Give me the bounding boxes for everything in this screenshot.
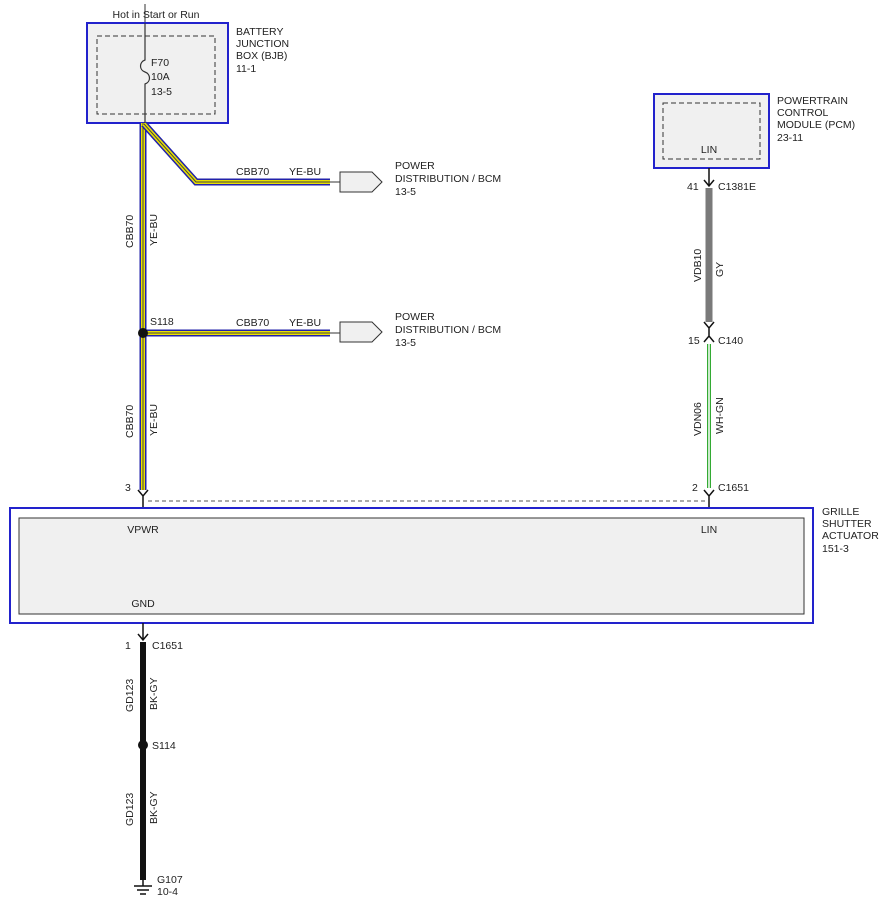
lin-connector-icon bbox=[703, 489, 715, 508]
pd2-name-line2: DISTRIBUTION / BCM bbox=[395, 324, 501, 336]
hot-in-start-or-run-label: Hot in Start or Run bbox=[113, 9, 200, 21]
pd1-name-line2: DISTRIBUTION / BCM bbox=[395, 173, 501, 185]
branch1-circuit: CBB70 bbox=[236, 166, 269, 178]
power-distribution-1-arrow-icon[interactable] bbox=[339, 171, 383, 193]
wire-upper-color: YE-BU bbox=[148, 214, 160, 246]
c1381e-connector-icon bbox=[703, 168, 715, 188]
bjb-name-line1: BATTERY bbox=[236, 26, 283, 38]
wire-cbb70-branch-1[interactable] bbox=[141, 121, 330, 186]
wire-upper-circuit: CBB70 bbox=[124, 215, 136, 248]
pcm-module[interactable] bbox=[653, 93, 770, 169]
pd2-ref: 13-5 bbox=[395, 337, 416, 349]
bjb-name-line3: BOX (BJB) bbox=[236, 50, 287, 62]
gsa-inner-box bbox=[18, 517, 805, 615]
splice-s114-dot[interactable] bbox=[138, 740, 148, 750]
lin-pin-number: 2 bbox=[692, 482, 698, 494]
fuse-ref: 13-5 bbox=[151, 86, 172, 98]
branch1-color: YE-BU bbox=[289, 166, 321, 178]
wire-vdn06-color: WH-GN bbox=[714, 397, 726, 434]
wire-vdb10-circuit: VDB10 bbox=[692, 249, 704, 282]
bjb-inner-outline bbox=[96, 35, 216, 115]
wire-gd123-upper-color: BK-GY bbox=[148, 677, 160, 710]
branch2-color: YE-BU bbox=[289, 317, 321, 329]
gnd-pin-number: 1 bbox=[125, 640, 131, 652]
wire-vdb10-color: GY bbox=[714, 262, 726, 277]
gsa-gnd-label: GND bbox=[131, 598, 155, 610]
wire-vdn06-circuit: VDN06 bbox=[692, 402, 704, 436]
fuse-rating: 10A bbox=[151, 71, 170, 83]
ground-icon[interactable] bbox=[134, 880, 152, 895]
pcm-name-line3: MODULE (PCM) bbox=[777, 119, 855, 131]
wire-gd123-lower-color: BK-GY bbox=[148, 791, 160, 824]
c140-connector-icon bbox=[703, 321, 715, 343]
fuse-icon bbox=[139, 23, 151, 123]
c140-pin: 15 bbox=[688, 335, 700, 347]
gsa-ref: 151-3 bbox=[822, 543, 849, 555]
c1381e-id: C1381E bbox=[718, 181, 756, 193]
wire-gd123-upper-circuit: GD123 bbox=[124, 679, 136, 712]
vpwr-pin-number: 3 bbox=[125, 482, 131, 494]
gsa-name-line1: GRILLE bbox=[822, 506, 859, 518]
gsa-lin-label: LIN bbox=[701, 524, 717, 536]
bjb-name-line2: JUNCTION bbox=[236, 38, 289, 50]
c140-id: C140 bbox=[718, 335, 743, 347]
vpwr-connector-icon bbox=[137, 489, 149, 508]
branch2-circuit: CBB70 bbox=[236, 317, 269, 329]
splice-s114-label: S114 bbox=[152, 740, 176, 752]
bjb-ref: 11-1 bbox=[236, 63, 256, 75]
pcm-name-line1: POWERTRAIN bbox=[777, 95, 848, 107]
pcm-name-line2: CONTROL bbox=[777, 107, 828, 119]
gsa-name-line3: ACTUATOR bbox=[822, 530, 879, 542]
gsa-vpwr-label: VPWR bbox=[127, 524, 159, 536]
pcm-ref: 23-11 bbox=[777, 132, 803, 144]
wire-gd123-lower-circuit: GD123 bbox=[124, 793, 136, 826]
ground-id: G107 bbox=[157, 874, 183, 886]
wire-lower-color: YE-BU bbox=[148, 404, 160, 436]
pcm-lin-pin-label: LIN bbox=[701, 144, 717, 156]
pd1-ref: 13-5 bbox=[395, 186, 416, 198]
splice-s118-label: S118 bbox=[150, 316, 174, 328]
gnd-connector-icon bbox=[137, 623, 149, 642]
gsa-name-line2: SHUTTER bbox=[822, 518, 872, 530]
pd2-name-line1: POWER bbox=[395, 311, 435, 323]
bjb-module[interactable] bbox=[86, 22, 229, 124]
ground-ref: 10-4 bbox=[157, 886, 178, 898]
pcm-inner-outline bbox=[662, 102, 761, 160]
power-distribution-2-arrow-icon[interactable] bbox=[339, 321, 383, 343]
fuse-id: F70 bbox=[151, 57, 169, 69]
gnd-connector-id: C1651 bbox=[152, 640, 183, 652]
splice-s118-dot[interactable] bbox=[138, 328, 148, 338]
wire-lower-circuit: CBB70 bbox=[124, 405, 136, 438]
lin-connector-id: C1651 bbox=[718, 482, 749, 494]
c1381e-pin: 41 bbox=[687, 181, 699, 193]
pd1-name-line1: POWER bbox=[395, 160, 435, 172]
